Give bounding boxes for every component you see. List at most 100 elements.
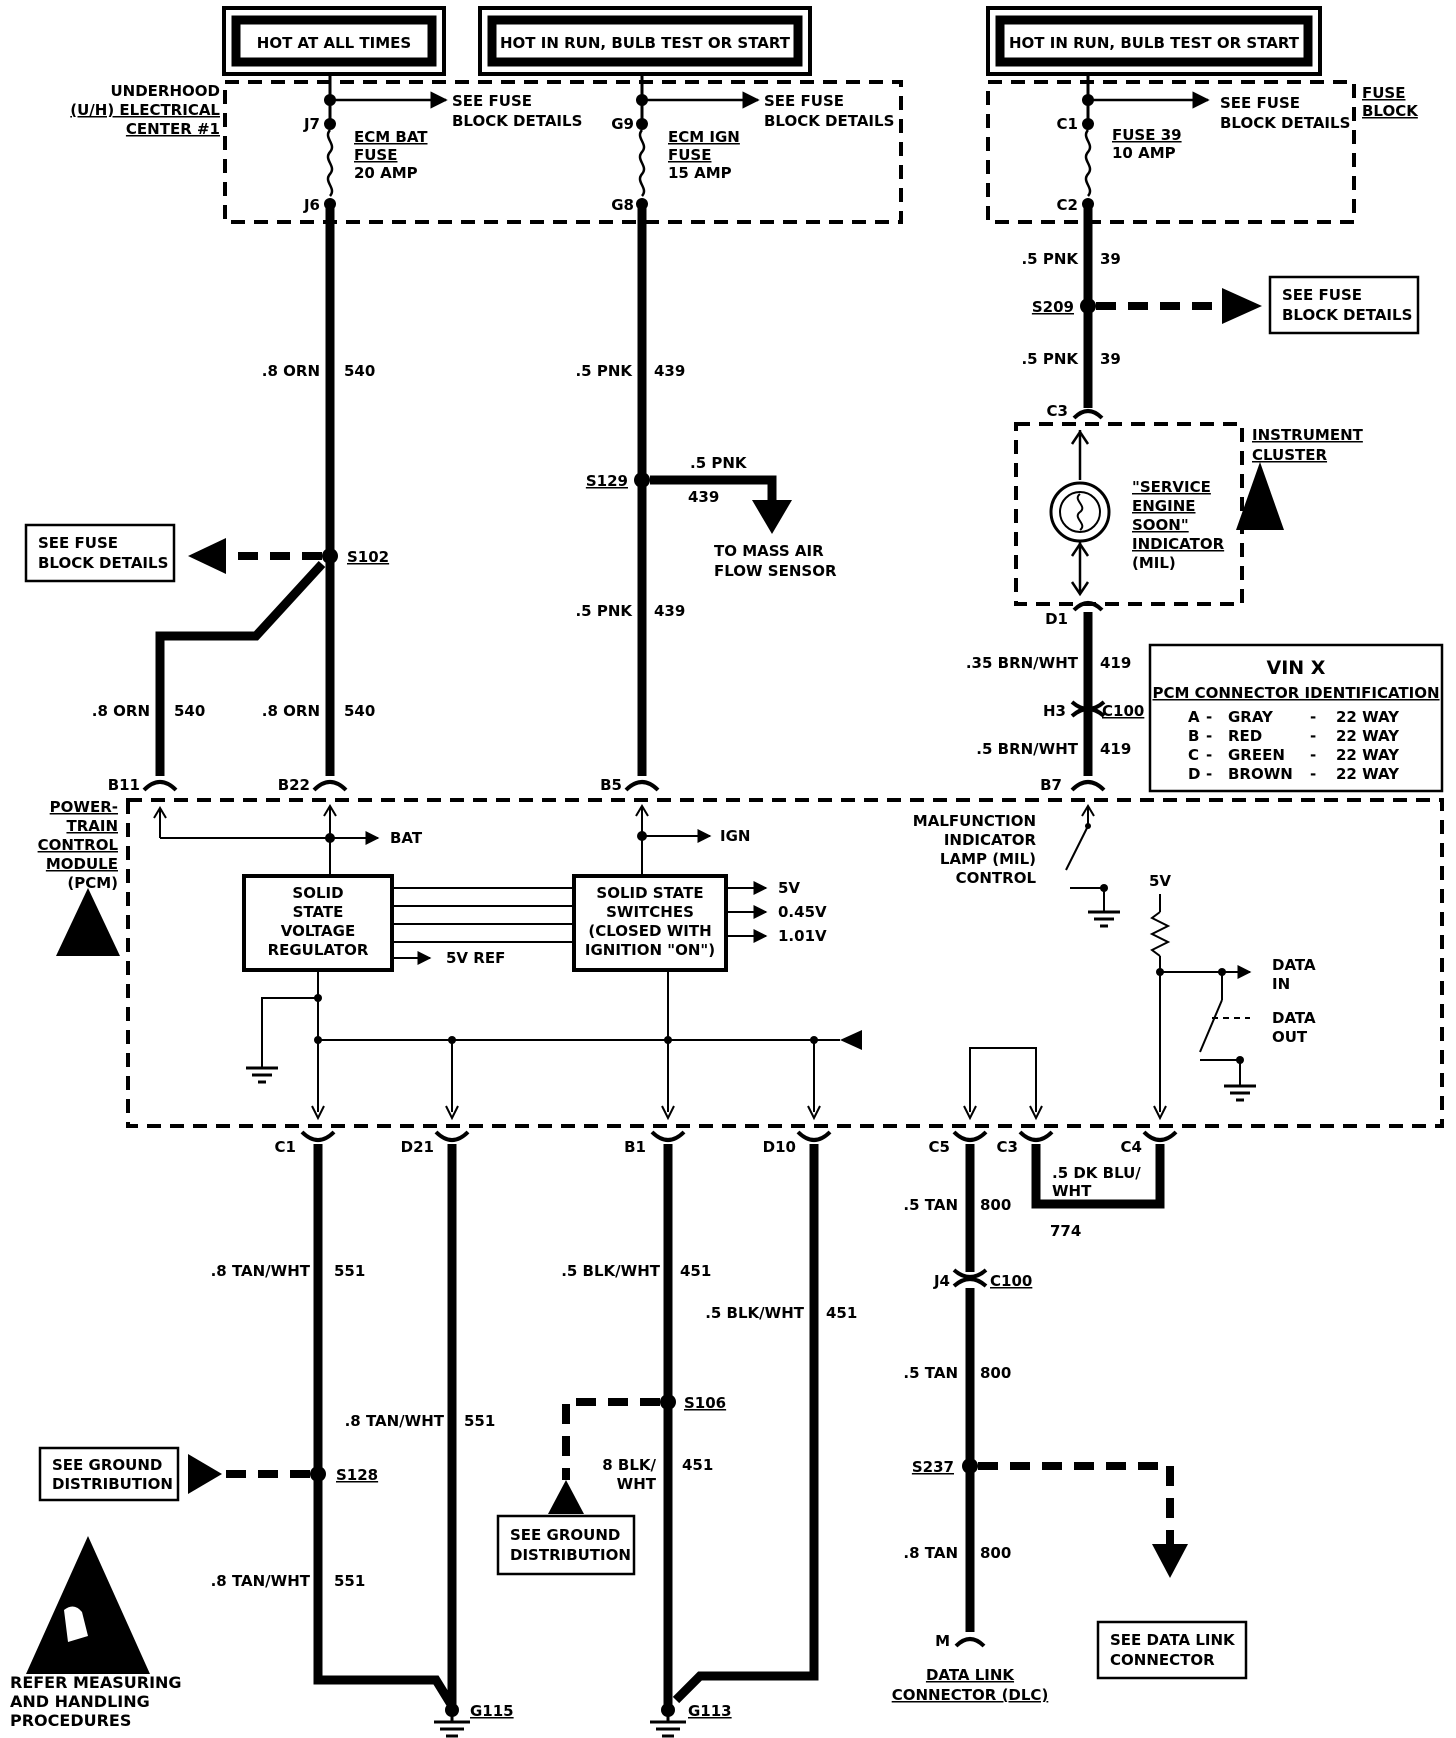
svg-text:-: -: [1206, 727, 1212, 745]
svg-text:CONNECTOR: CONNECTOR: [1110, 1651, 1215, 1669]
svg-text:0.45V: 0.45V: [778, 903, 827, 921]
svg-text:-: -: [1206, 746, 1212, 764]
svg-text:B1: B1: [624, 1138, 646, 1156]
svg-text:WHT: WHT: [617, 1475, 657, 1493]
svg-text:CONNECTOR (DLC): CONNECTOR (DLC): [892, 1686, 1049, 1704]
svg-text:451: 451: [680, 1262, 711, 1280]
svg-text:C3: C3: [1047, 402, 1068, 420]
see-ground-distribution-middle: SEE GROUND DISTRIBUTION: [496, 1514, 636, 1576]
svg-text:S102: S102: [347, 548, 389, 566]
svg-text:DATA LINK: DATA LINK: [926, 1666, 1015, 1684]
svg-text:CONTROL: CONTROL: [956, 869, 1037, 887]
header-hot-at-all-times: HOT AT ALL TIMES: [222, 6, 446, 76]
svg-text:.8 TAN/WHT: .8 TAN/WHT: [211, 1572, 311, 1590]
dlc-label: DATA LINK CONNECTOR (DLC): [892, 1666, 1049, 1704]
svg-text:LAMP (MIL): LAMP (MIL): [940, 850, 1036, 868]
svg-text:M: M: [935, 1632, 950, 1650]
svg-text:BLOCK DETAILS: BLOCK DETAILS: [38, 554, 168, 572]
svg-text:TRAIN: TRAIN: [66, 817, 118, 835]
svg-text:MODULE: MODULE: [46, 855, 118, 873]
svg-text:15 AMP: 15 AMP: [668, 164, 732, 182]
svg-text:HOT IN RUN, BULB TEST OR START: HOT IN RUN, BULB TEST OR START: [500, 34, 791, 52]
svg-text:-: -: [1206, 765, 1212, 783]
see-ground-distribution-left: SEE GROUND DISTRIBUTION: [38, 1446, 180, 1502]
fuse-block-label: FUSE BLOCK: [1362, 84, 1419, 120]
wire-pnk-439: .5 PNK 439 S129 .5 PNK 439 TO MASS AIR F…: [575, 204, 837, 776]
svg-text:22 WAY: 22 WAY: [1336, 765, 1400, 783]
svg-text:551: 551: [334, 1262, 365, 1280]
wire-brn-wht-419: D1 .35 BRN/WHT 419 H3 C100 .5 BRN/WHT 41…: [966, 601, 1144, 776]
wire-tan-wht-551-c1: .8 TAN/WHT 551 S128 .8 TAN/WHT 551: [188, 1144, 456, 1709]
svg-text:C100: C100: [990, 1272, 1032, 1290]
svg-text:551: 551: [334, 1572, 365, 1590]
header-hot-in-run-2: HOT IN RUN, BULB TEST OR START: [986, 6, 1322, 76]
mil-indicator-label: "SERVICE ENGINE SOON" INDICATOR (MIL): [1132, 478, 1225, 572]
wire-pnk-39: .5 PNK 39 S209 .5 PNK 39 C3: [1021, 204, 1262, 420]
svg-text:D1: D1: [1045, 610, 1068, 628]
svg-text:439: 439: [654, 362, 685, 380]
svg-text:(MIL): (MIL): [1132, 554, 1176, 572]
svg-text:S129: S129: [586, 472, 628, 490]
svg-text:FUSE: FUSE: [668, 146, 711, 164]
esd-note: REFER MEASURING AND HANDLING PROCEDURES: [10, 1673, 182, 1730]
svg-text:CLUSTER: CLUSTER: [1252, 446, 1327, 464]
svg-text:OUT: OUT: [1272, 1028, 1308, 1046]
vin-row-a: A-GRAY-22 WAY: [1188, 708, 1400, 726]
svg-text:774: 774: [1050, 1222, 1081, 1240]
svg-text:BLOCK DETAILS: BLOCK DETAILS: [452, 112, 582, 130]
connector-b22: B22 BAT: [278, 776, 423, 880]
connector-b11: B11: [108, 776, 330, 839]
svg-text:GRAY: GRAY: [1228, 708, 1274, 726]
switch-outputs: 5V 0.45V 1.01V: [726, 879, 827, 945]
svg-text:439: 439: [688, 488, 719, 506]
svg-text:VIN X: VIN X: [1267, 657, 1326, 679]
svg-text:A: A: [1188, 708, 1200, 726]
bottom-connectors: C1 D21 B1 D10 C5 C3 C4: [275, 1105, 1178, 1156]
svg-text:SEE FUSE: SEE FUSE: [452, 92, 532, 110]
svg-text:20 AMP: 20 AMP: [354, 164, 418, 182]
svg-text:SEE FUSE: SEE FUSE: [38, 534, 118, 552]
underhood-label: UNDERHOOD (U/H) ELECTRICAL CENTER #1: [70, 82, 220, 138]
mil-lamp-icon: [1049, 429, 1111, 597]
svg-text:POWER-: POWER-: [50, 798, 118, 816]
header-hot-in-run-1: HOT IN RUN, BULB TEST OR START: [478, 6, 812, 76]
svg-text:BAT: BAT: [390, 829, 423, 847]
pcm-box: [126, 798, 1444, 1128]
svg-text:SEE GROUND: SEE GROUND: [510, 1526, 620, 1544]
svg-text:.5 PNK: .5 PNK: [1021, 250, 1079, 268]
pcm-label: POWER- TRAIN CONTROL MODULE (PCM): [38, 798, 119, 892]
svg-text:.5 BLK/WHT: .5 BLK/WHT: [705, 1304, 805, 1322]
svg-text:.35 BRN/WHT: .35 BRN/WHT: [966, 654, 1079, 672]
svg-text:INSTRUMENT: INSTRUMENT: [1252, 426, 1364, 444]
svg-text:B7: B7: [1040, 776, 1062, 794]
svg-text:.5 PNK: .5 PNK: [575, 602, 633, 620]
svg-text:5V REF: 5V REF: [446, 949, 505, 967]
svg-text:VOLTAGE: VOLTAGE: [281, 922, 355, 940]
svg-text:.5 TAN: .5 TAN: [903, 1196, 958, 1214]
svg-text:CENTER #1: CENTER #1: [126, 120, 220, 138]
mil-control-ground: [1070, 884, 1120, 928]
svg-text:INDICATOR: INDICATOR: [1132, 535, 1225, 553]
svg-text:5V: 5V: [778, 879, 800, 897]
svg-text:G113: G113: [688, 1702, 732, 1720]
see-data-link-connector: SEE DATA LINK CONNECTOR: [1096, 1620, 1248, 1680]
svg-text:H3: H3: [1043, 702, 1066, 720]
svg-text:SEE DATA LINK: SEE DATA LINK: [1110, 1631, 1236, 1649]
wire-orn-540: .8 ORN 540 S102 .8 ORN 540 .8 ORN 540: [92, 204, 389, 776]
svg-text:J6: J6: [303, 196, 320, 214]
svg-text:.5 PNK: .5 PNK: [575, 362, 633, 380]
svg-text:INDICATOR: INDICATOR: [944, 831, 1037, 849]
svg-text:-: -: [1310, 765, 1316, 783]
svg-text:SEE FUSE: SEE FUSE: [1282, 286, 1362, 304]
svg-text:BROWN: BROWN: [1228, 765, 1293, 783]
svg-text:IGNITION "ON"): IGNITION "ON"): [585, 941, 715, 959]
svg-text:AND HANDLING: AND HANDLING: [10, 1692, 150, 1711]
svg-text:800: 800: [980, 1364, 1011, 1382]
svg-text:BLOCK DETAILS: BLOCK DETAILS: [1220, 114, 1350, 132]
svg-text:800: 800: [980, 1544, 1011, 1562]
pcm-esd-icon: [56, 888, 120, 956]
svg-text:SEE FUSE: SEE FUSE: [764, 92, 844, 110]
svg-text:540: 540: [344, 362, 375, 380]
see-fuse-block-details-right: SEE FUSE BLOCK DETAILS: [1268, 275, 1420, 335]
svg-text:BLOCK DETAILS: BLOCK DETAILS: [1282, 306, 1412, 324]
